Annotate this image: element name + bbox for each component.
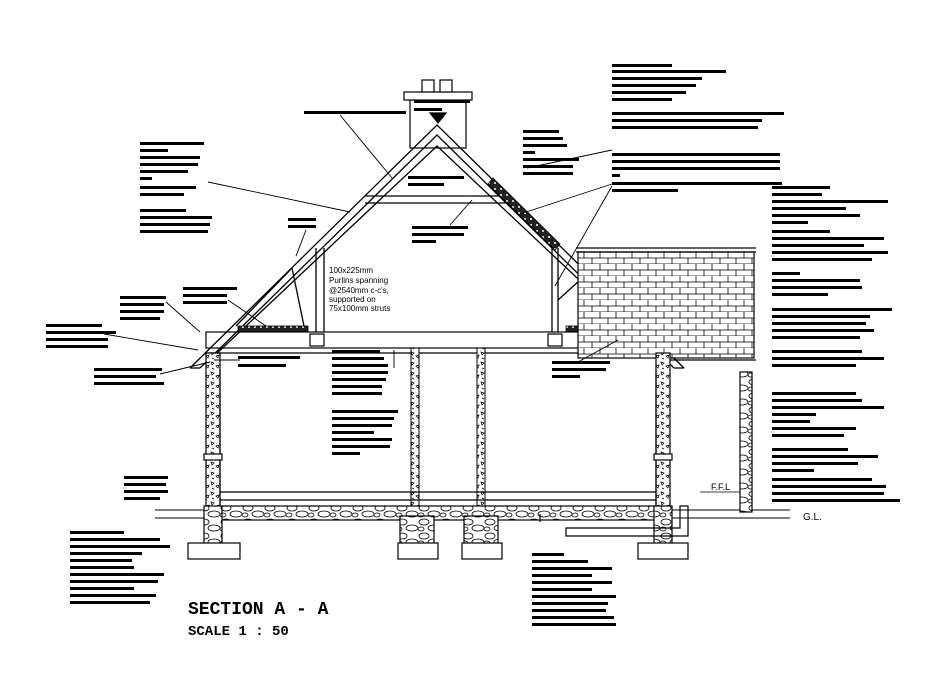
external-walls (203, 352, 753, 544)
purlins-note-line-2: Purlins spanning (329, 276, 388, 285)
drain-pipe (539, 505, 689, 537)
floor-slab (187, 491, 689, 560)
internal-walls (410, 347, 486, 517)
drawing-notes (46, 64, 900, 626)
purlins-note-line-4: supported on (329, 295, 376, 304)
purlins-note-line-1: 100x225mm (329, 266, 373, 275)
purlins-note-line-5: 75x100mm struts (329, 304, 390, 313)
drawing-scale: SCALE 1 : 50 (188, 624, 289, 640)
extension-roof (576, 247, 756, 361)
drawing-title: SECTION A - A (188, 600, 329, 620)
purlins-note-line-3: @2540mm c-c's, (329, 286, 389, 295)
leader-lines (103, 114, 619, 375)
purlins-note: 100x225mm Purlins spanning @2540mm c-c's… (329, 266, 390, 313)
main-roof (189, 124, 685, 369)
gl-label: G.L. (803, 512, 822, 523)
ffl-label: F.F.L (711, 482, 730, 492)
chimney (403, 79, 473, 149)
